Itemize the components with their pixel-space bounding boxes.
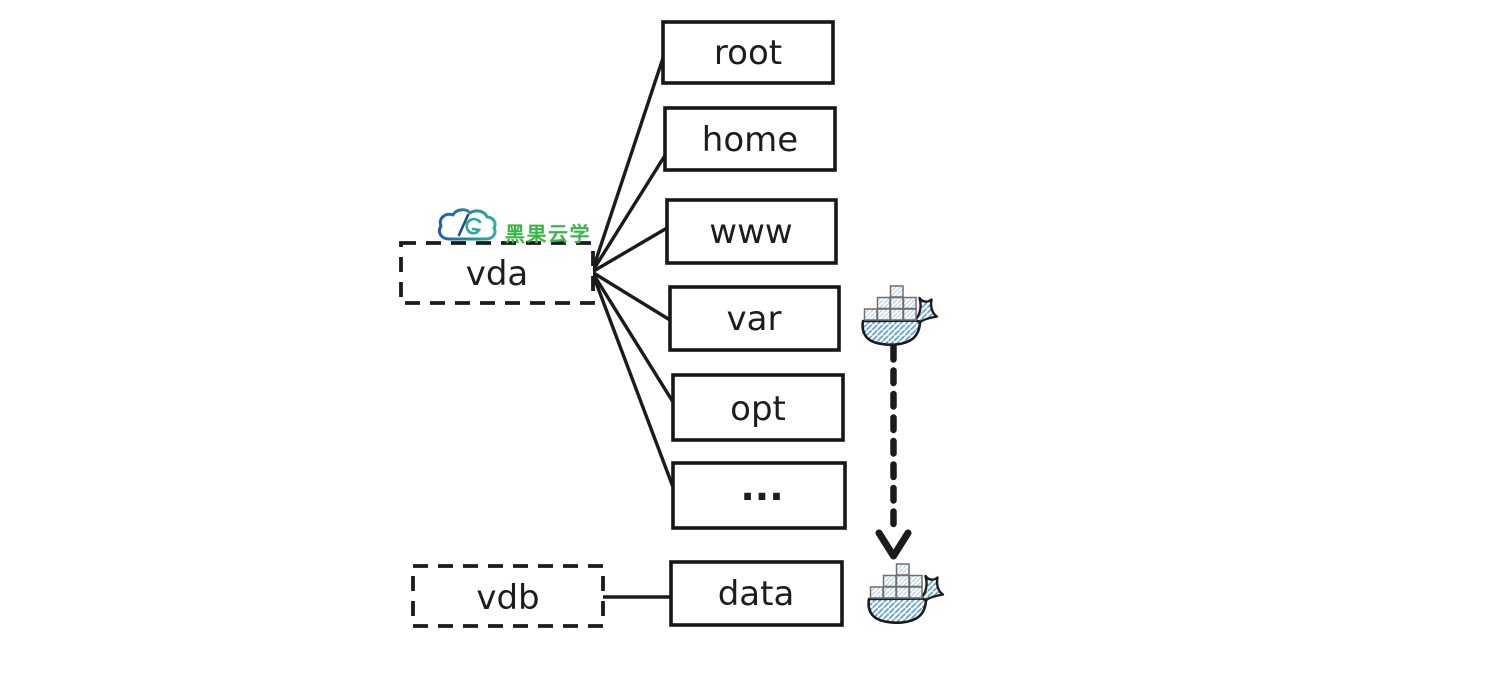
dashed-arrow-head [875, 529, 912, 560]
var-label: var [727, 299, 782, 339]
connector-vda-opt [590, 270, 675, 404]
connector-vda-home [590, 155, 666, 274]
opt-box [671, 373, 845, 442]
var-box [668, 285, 841, 352]
home-box [663, 106, 837, 172]
connector-vda-root [590, 56, 665, 274]
docker-whale-icon [861, 284, 939, 347]
vda-label: vda [466, 254, 529, 294]
docker-whale-icon [867, 562, 945, 625]
fan-connectors [590, 56, 675, 489]
data-label: data [718, 574, 795, 614]
ellipsis-label: ... [740, 465, 783, 509]
root-label: root [714, 33, 782, 73]
brand-text: 黑果云学 [505, 222, 591, 246]
vda-box [399, 241, 595, 305]
vdb-label: vdb [476, 578, 539, 618]
www-box [665, 198, 838, 265]
connector-vda-var [590, 270, 672, 322]
watermark: 黑果云学 [437, 208, 591, 246]
vdb-box [411, 564, 605, 628]
cloud-logo-icon [437, 208, 497, 241]
connector-vda-www [590, 226, 669, 274]
dashed-arrow [875, 343, 912, 560]
root-box [661, 20, 835, 85]
home-label: home [702, 120, 798, 160]
ellipsis-box [671, 461, 847, 530]
www-label: www [709, 212, 792, 252]
connector-vda-ellipsis [590, 270, 675, 489]
opt-label: opt [730, 389, 786, 429]
data-box [669, 560, 844, 627]
